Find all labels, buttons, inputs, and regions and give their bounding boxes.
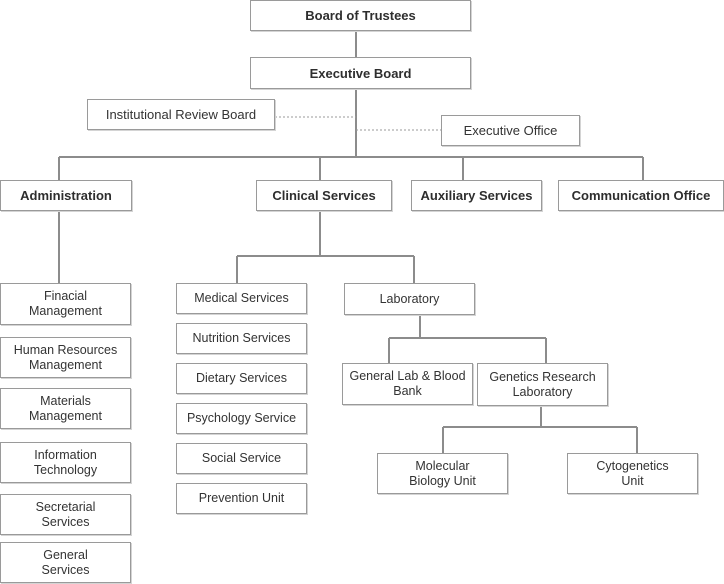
financial-management-box: Finacial Management [0,283,131,325]
unit-label: Social Service [201,451,282,465]
unit-label: Prevention Unit [198,491,285,505]
psychology-service-box: Psychology Service [176,403,307,434]
dietary-services-box: Dietary Services [176,363,307,394]
unit-label: Finacial Management [29,289,102,318]
prevention-unit-box: Prevention Unit [176,483,307,514]
communication-office-box: Communication Office [558,180,724,211]
administration-label: Administration [20,188,112,203]
unit-label: Information Technology [33,447,98,477]
laboratory-label: Laboratory [379,291,440,306]
medical-services-box: Medical Services [176,283,307,314]
executive-office-box: Executive Office [441,115,580,146]
administration-box: Administration [0,180,132,211]
unit-label: General Services [41,547,90,577]
executive-board-label: Executive Board [309,65,412,81]
communication-office-label: Communication Office [571,188,711,203]
unit-label: Dietary Services [196,371,287,385]
auxiliary-services-box: Auxiliary Services [411,180,542,211]
executive-board-box: Executive Board [250,57,471,89]
human-resources-management-box: Human Resources Management [0,337,131,378]
unit-label: Psychology Service [186,411,297,425]
information-technology-box: Information Technology [0,442,131,483]
general-lab-label: General Lab & Blood Bank [349,369,466,398]
cytogenetics-unit-box: Cytogenetics Unit [567,453,698,494]
institutional-review-board-label: Institutional Review Board [105,107,257,122]
genetics-research-label: Genetics Research Laboratory [489,369,596,399]
auxiliary-services-label: Auxiliary Services [420,188,533,203]
unit-label: Medical Services [194,291,289,305]
unit-label: Human Resources Management [13,342,118,372]
unit-label: Secretarial Services [35,499,96,529]
clinical-services-box: Clinical Services [256,180,392,211]
laboratory-box: Laboratory [344,283,475,315]
board-of-trustees-box: Board of Trustees [250,0,471,31]
nutrition-services-box: Nutrition Services [176,323,307,354]
materials-management-box: Materials Management [0,388,131,429]
unit-label: Nutrition Services [192,331,291,345]
clinical-services-label: Clinical Services [272,188,376,203]
institutional-review-board-box: Institutional Review Board [87,99,275,130]
executive-office-label: Executive Office [463,123,558,138]
cytogenetics-label: Cytogenetics Unit [596,458,669,488]
social-service-box: Social Service [176,443,307,474]
unit-label: Materials Management [29,393,102,423]
genetics-research-laboratory-box: Genetics Research Laboratory [477,363,608,406]
molecular-biology-unit-box: Molecular Biology Unit [377,453,508,494]
general-lab-blood-bank-box: General Lab & Blood Bank [342,363,473,405]
board-of-trustees-label: Board of Trustees [305,8,416,23]
molecular-biology-label: Molecular Biology Unit [409,458,476,488]
secretarial-services-box: Secretarial Services [0,494,131,535]
general-services-box: General Services [0,542,131,583]
